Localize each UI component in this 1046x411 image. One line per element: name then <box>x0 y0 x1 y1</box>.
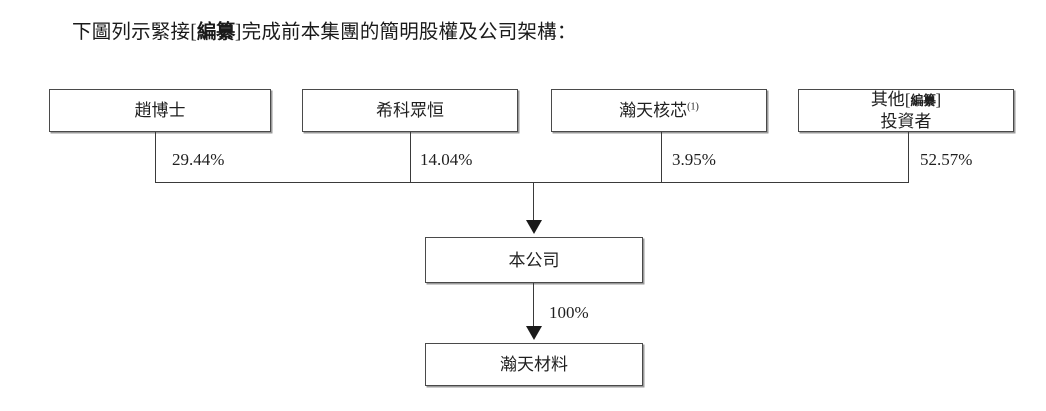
other-label-line1: 其他 <box>870 90 905 109</box>
shareholder-box-hantian: 瀚天核芯(1) <box>551 89 767 132</box>
shareholder-box-xike: 希科眾恒 <box>302 89 518 132</box>
shareholder-label-hantian: 瀚天核芯(1) <box>619 100 699 121</box>
redaction-marker-intro: 編纂 <box>196 22 236 43</box>
connector-line-zhao <box>155 132 156 183</box>
entity-label-material: 瀚天材料 <box>500 355 568 374</box>
shareholder-box-zhao: 趙博士 <box>49 89 271 132</box>
intro-before: 下圖列示緊接[ <box>72 22 197 43</box>
connector-line-to-company <box>533 182 534 221</box>
shareholder-label-xike: 希科眾恒 <box>376 101 444 120</box>
entity-box-material: 瀚天材料 <box>425 343 643 386</box>
intro-paragraph: 下圖列示緊接[編纂]完成前本集團的簡明股權及公司架構： <box>72 18 577 48</box>
connector-line-xike <box>410 132 411 183</box>
ownership-percent-hantian: 3.95% <box>672 150 716 169</box>
entity-box-company: 本公司 <box>425 237 643 283</box>
intro-after: ]完成前本集團的簡明股權及公司架構： <box>234 22 577 43</box>
ownership-percent-other-investors: 52.57% <box>920 150 973 169</box>
shareholder-label-other-investors: 其他[編纂]投資者 <box>870 90 942 131</box>
shareholder-label-hantian-text: 瀚天核芯 <box>619 101 688 120</box>
arrowhead-to-material <box>526 326 542 340</box>
connector-bus-horizontal <box>155 182 909 183</box>
entity-label-company: 本公司 <box>508 250 560 270</box>
ownership-percent-material: 100% <box>549 303 589 322</box>
shareholder-box-other-investors: 其他[編纂]投資者 <box>798 89 1014 132</box>
ownership-percent-xike: 14.04% <box>420 150 473 169</box>
footnote-marker-hantian: (1) <box>687 101 699 113</box>
connector-line-hantian <box>661 132 662 183</box>
connector-line-to-material <box>533 283 534 327</box>
connector-line-other-investors <box>908 132 909 183</box>
shareholder-label-zhao: 趙博士 <box>134 101 186 120</box>
redaction-marker-other: 編纂 <box>910 93 936 108</box>
arrowhead-to-company <box>526 220 542 234</box>
intro-text-before: 下圖列示緊接[編纂]完成前本集團的簡明股權及公司架構： <box>72 22 577 43</box>
ownership-percent-zhao: 29.44% <box>172 150 225 169</box>
other-label-line2: 投資者 <box>880 112 932 131</box>
